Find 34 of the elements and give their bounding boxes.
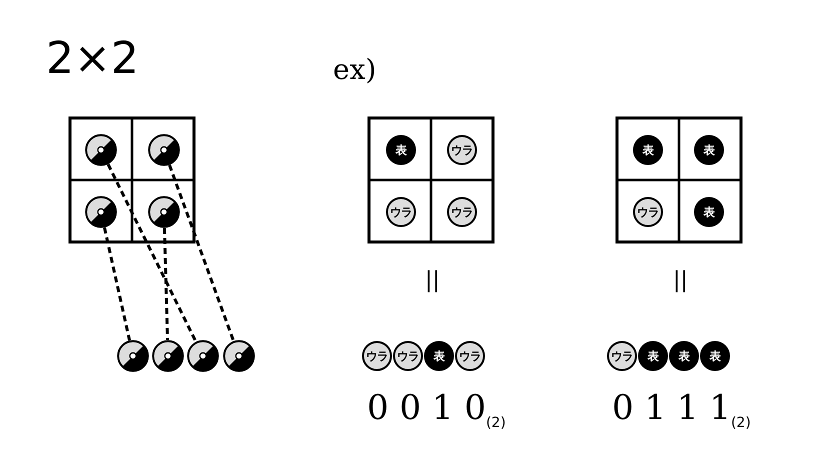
coin-icon <box>117 340 149 372</box>
coin: ウラ <box>633 197 663 227</box>
coin-icon <box>187 340 219 372</box>
dashed-line <box>106 164 198 342</box>
equals-sign: || <box>673 270 688 292</box>
title-text: 2×2 <box>46 36 139 81</box>
binary-number: 0 1 1 1$_{(2)}$ <box>612 390 751 430</box>
dashed-line <box>168 164 235 342</box>
coin: 表 <box>638 341 668 371</box>
coin-icon <box>85 196 117 228</box>
coin: ウラ <box>447 135 477 165</box>
coin: 表 <box>694 135 724 165</box>
coin-icon <box>148 134 180 166</box>
coin-icon <box>152 340 184 372</box>
coin-icon <box>148 196 180 228</box>
coin: ウラ <box>362 341 392 371</box>
coin: 表 <box>424 341 454 371</box>
coin: ウラ <box>455 341 485 371</box>
coin: ウラ <box>393 341 423 371</box>
dashed-line <box>103 227 131 341</box>
coin: 表 <box>694 197 724 227</box>
coin-icon <box>85 134 117 166</box>
coin: 表 <box>633 135 663 165</box>
coin: ウラ <box>386 197 416 227</box>
coin: ウラ <box>447 197 477 227</box>
equals-sign: || <box>425 270 440 292</box>
example-label: ex) <box>333 56 376 84</box>
coin-icon <box>223 340 255 372</box>
binary-number: 0 0 1 0$_{(2)}$ <box>367 390 506 430</box>
coin: 表 <box>700 341 730 371</box>
coin: ウラ <box>607 341 637 371</box>
dashed-line <box>162 228 170 340</box>
coin: 表 <box>669 341 699 371</box>
coin: 表 <box>386 135 416 165</box>
